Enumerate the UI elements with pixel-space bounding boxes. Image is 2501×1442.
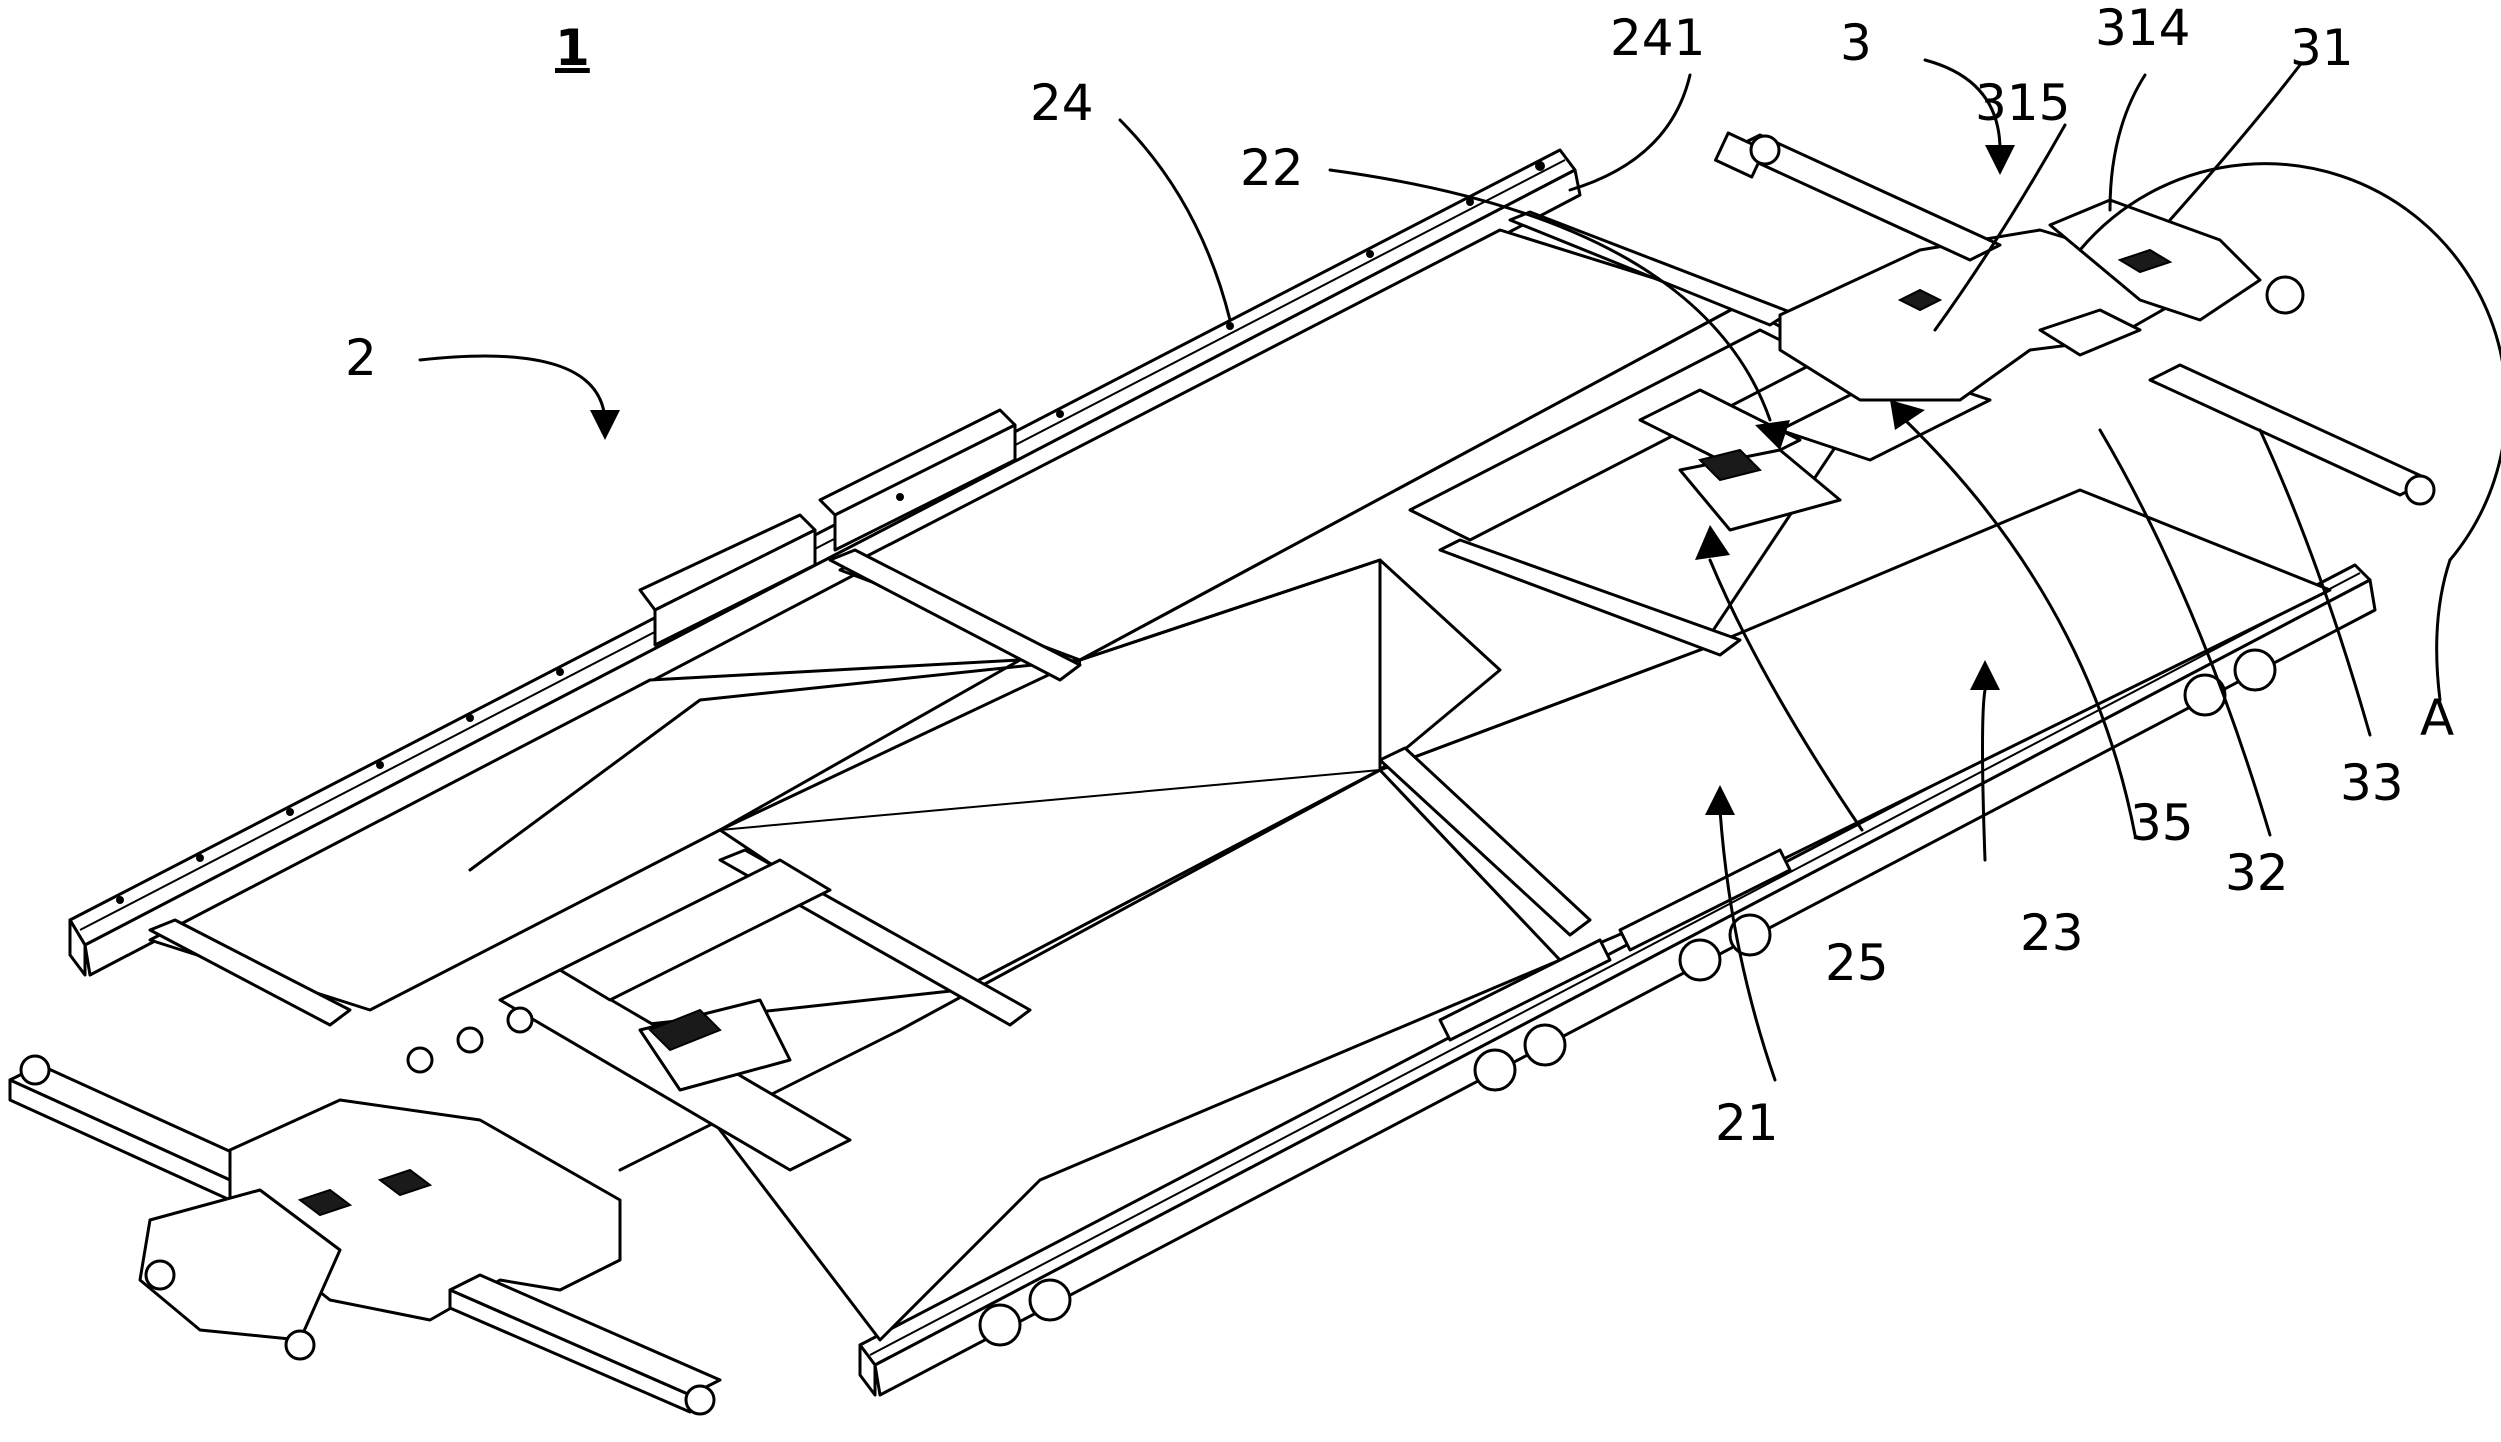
label-21: 21 [1715,1094,1779,1152]
label-A: A [2420,689,2454,747]
label-31: 31 [2290,19,2354,77]
label-315: 315 [1975,74,2070,132]
label-3: 3 [1840,14,1872,72]
label-figure-number: 1 [555,19,590,77]
label-35: 35 [2130,794,2194,852]
label-24: 24 [1030,74,1094,132]
front-module [10,1008,720,1414]
label-22: 22 [1240,139,1304,197]
label-32: 32 [2225,844,2289,902]
label-2: 2 [345,329,377,387]
label-33: 33 [2340,754,2404,812]
label-241: 241 [1610,9,1705,67]
label-23: 23 [2020,904,2084,962]
label-314: 314 [2095,0,2190,57]
label-25: 25 [1825,934,1889,992]
